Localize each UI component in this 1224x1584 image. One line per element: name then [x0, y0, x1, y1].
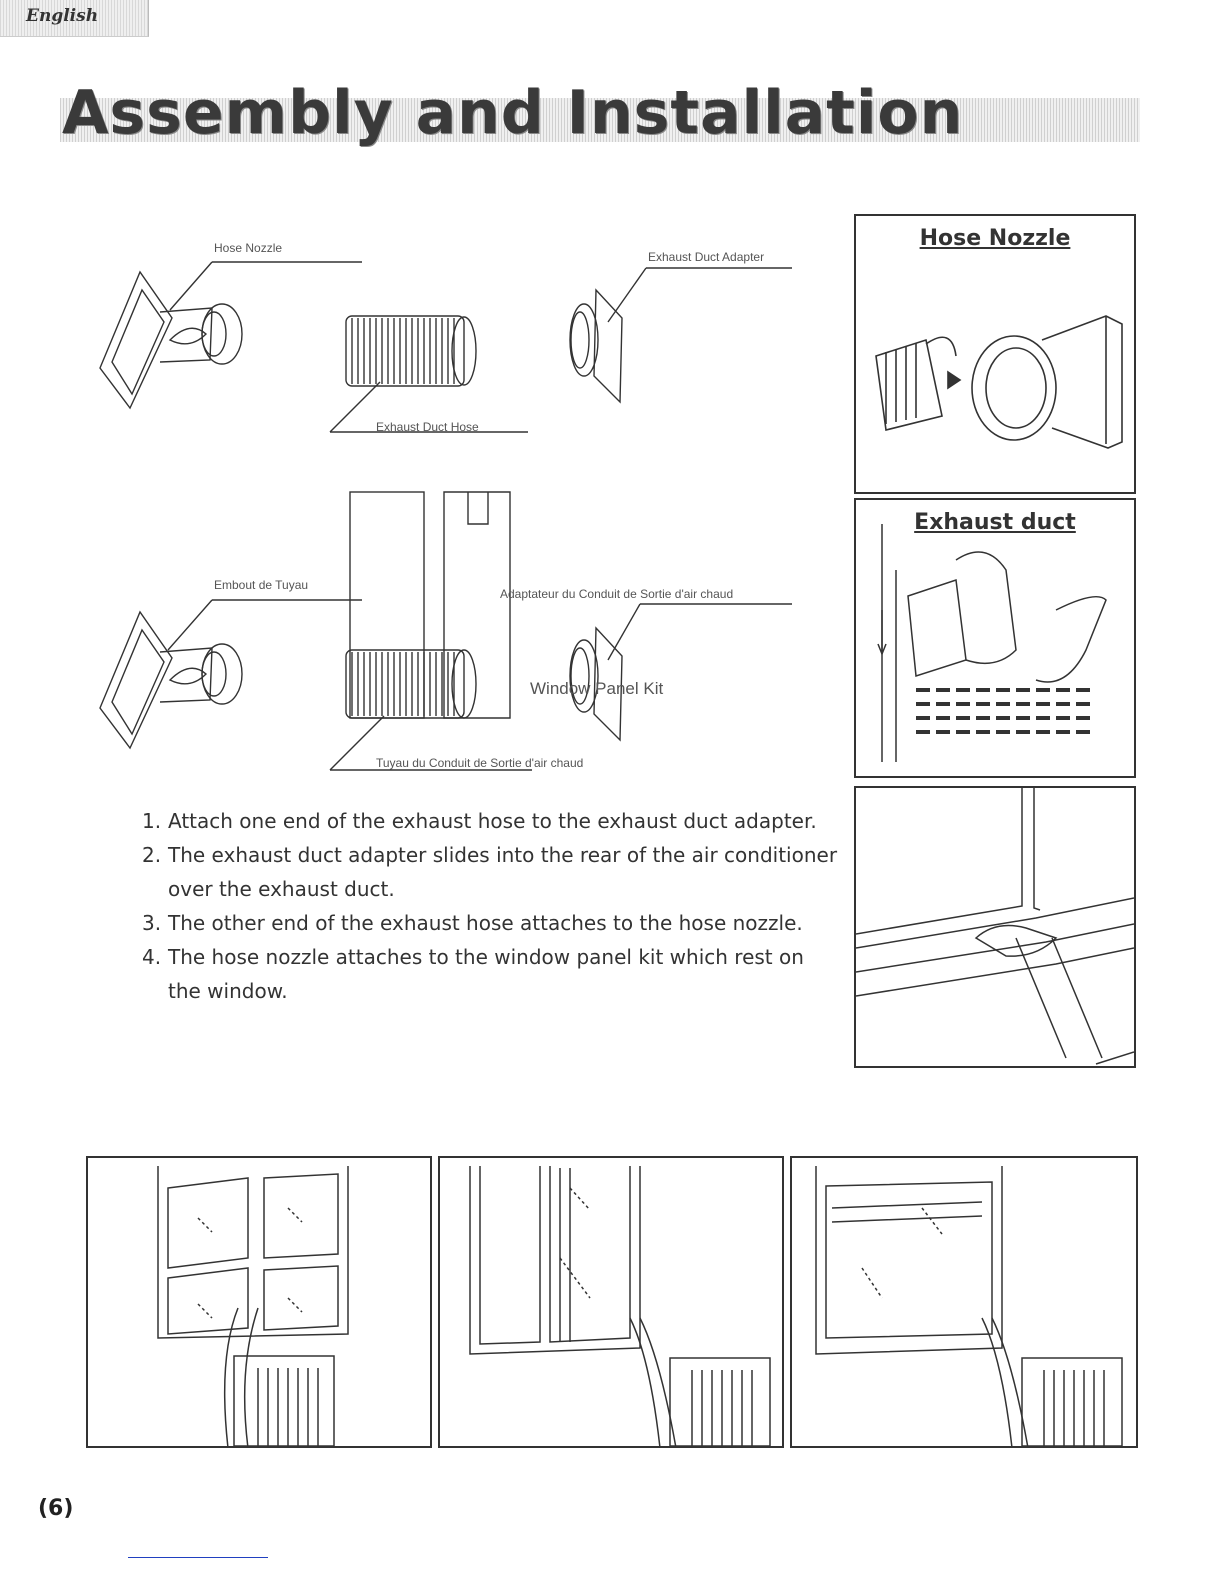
window-install-panel-3 — [790, 1156, 1138, 1448]
step-item: 2.The exhaust duct adapter slides into t… — [142, 838, 842, 906]
window-install-panel-2 — [438, 1156, 784, 1448]
step-number: 4. — [142, 945, 162, 969]
hose-nozzle-panel-title: Hose Nozzle — [919, 226, 1071, 251]
adapter-leader — [607, 267, 647, 323]
tuyau-illustration — [345, 649, 477, 719]
embout-leader — [167, 599, 213, 651]
step-text: The hose nozzle attaches to the window p… — [168, 945, 804, 1003]
title-band — [60, 98, 1140, 142]
hose-nozzle-illustration — [99, 270, 243, 410]
exhaust-duct-detail-illustration — [877, 524, 1107, 762]
step-item: 4.The hose nozzle attaches to the window… — [142, 940, 842, 1008]
window-closeup-panel — [854, 786, 1136, 1068]
exhaust-hose-leader — [329, 381, 381, 433]
hose-nozzle-leader — [169, 261, 213, 311]
casement-window-illustration — [157, 1166, 349, 1446]
step-item: 1.Attach one end of the exhaust hose to … — [142, 804, 842, 838]
page-title: Assembly and Installation — [62, 78, 964, 148]
step-item: 3.The other end of the exhaust hose atta… — [142, 906, 842, 940]
sliding-window-illustration — [469, 1166, 771, 1446]
step-text: The other end of the exhaust hose attach… — [168, 911, 803, 935]
window-install-panel-1 — [86, 1156, 432, 1448]
hose-nozzle-detail-illustration — [875, 315, 1123, 449]
exhaust-duct-panel: Exhaust duct — [854, 498, 1136, 778]
parts-diagram — [99, 261, 792, 771]
hung-window-illustration — [815, 1166, 1123, 1446]
footer-rule — [128, 1557, 268, 1558]
label-tuyau: Tuyau du Conduit de Sortie d'air chaud — [376, 756, 584, 770]
language-tab: English — [0, 0, 149, 37]
label-adaptateur: Adaptateur du Conduit de Sortie d'air ch… — [500, 587, 734, 601]
step-number: 2. — [142, 843, 162, 867]
label-window-panel-kit: Window Panel Kit — [530, 679, 664, 698]
instruction-steps: 1.Attach one end of the exhaust hose to … — [142, 804, 842, 1008]
window-closeup-illustration — [856, 788, 1134, 1065]
step-number: 1. — [142, 809, 162, 833]
language-label: English — [26, 6, 99, 26]
adaptateur-illustration — [569, 626, 623, 742]
label-embout-de-tuyau: Embout de Tuyau — [214, 578, 309, 592]
label-hose-nozzle: Hose Nozzle — [214, 241, 283, 255]
hose-nozzle-panel: Hose Nozzle — [854, 214, 1136, 494]
exhaust-duct-panel-title: Exhaust duct — [914, 510, 1076, 535]
step-number: 3. — [142, 911, 162, 935]
page-number: (6) — [38, 1496, 74, 1521]
exhaust-duct-hose-illustration — [345, 315, 477, 387]
exhaust-duct-adapter-illustration — [569, 288, 623, 404]
step-text: The exhaust duct adapter slides into the… — [168, 843, 838, 901]
step-text: Attach one end of the exhaust hose to th… — [168, 809, 817, 833]
adaptateur-leader — [607, 603, 641, 661]
label-exhaust-duct-hose: Exhaust Duct Hose — [376, 420, 479, 434]
embout-illustration — [99, 610, 243, 750]
tuyau-leader — [329, 715, 385, 771]
label-exhaust-duct-adapter: Exhaust Duct Adapter — [648, 250, 765, 264]
